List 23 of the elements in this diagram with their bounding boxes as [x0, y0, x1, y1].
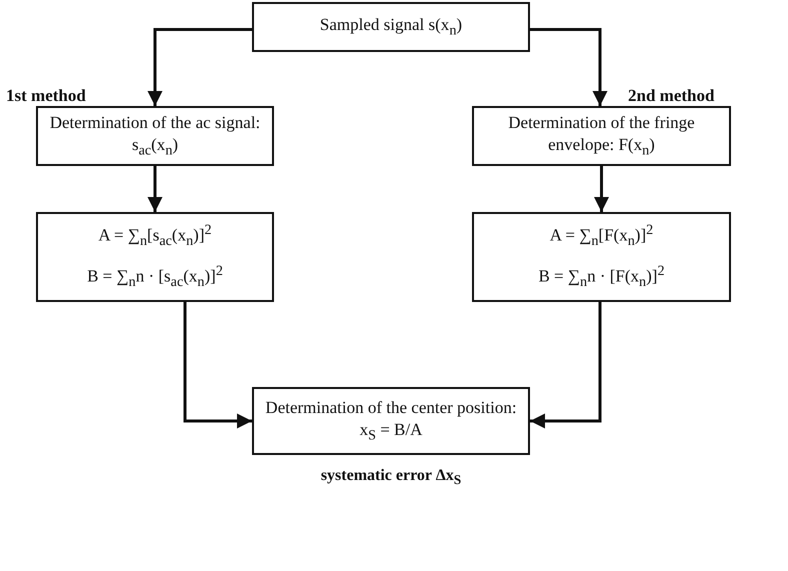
box-text: Sampled signal s(x$_{n}$) [320, 14, 462, 40]
arrow [530, 28, 608, 106]
note-text: systematic error Δx$_{S}$ [320, 467, 462, 488]
arrow [148, 28, 252, 106]
box-text: Determination of the center position: x$_{S}$ = B/A [264, 397, 518, 445]
box-text: Determination of the fringe envelope: F(x$_{n}$) [507, 112, 696, 160]
formula: B = ∑$_{n}$n · [s$_{ac}$(x$_{n}$)]$^{2}$ [87, 263, 223, 292]
formula: A = ∑$_{n}$[s$_{ac}$(x$_{n}$)]$^{2}$ [98, 222, 212, 251]
method-label: 1st method [6, 86, 86, 106]
method-label: 2nd method [628, 86, 714, 106]
process-box [252, 387, 530, 455]
arrow [148, 166, 162, 212]
arrow [594, 166, 609, 212]
arrow [530, 302, 602, 428]
process-box [36, 212, 274, 302]
formula: B = ∑$_{n}$n · [F(x$_{n}$)]$^{2}$ [538, 263, 665, 292]
process-box [252, 2, 530, 52]
box-text: Determination of the ac signal: s$_{ac}$(x$_{n}$) [48, 112, 262, 160]
process-box [472, 212, 731, 302]
process-box [472, 106, 731, 166]
process-box [36, 106, 274, 166]
arrow [184, 302, 252, 428]
formula: A = ∑$_{n}$[F(x$_{n}$)]$^{2}$ [550, 222, 654, 251]
